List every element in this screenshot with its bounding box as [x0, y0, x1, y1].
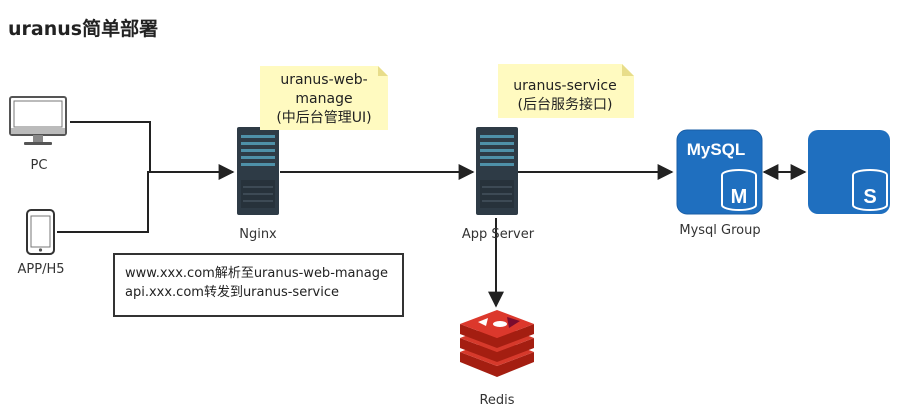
edges: [57, 121, 807, 308]
note-web-line-1: uranus-web-: [280, 72, 368, 88]
mysql-slave-badge: S: [863, 186, 876, 208]
edge-pc-to-nginx: [70, 121, 151, 172]
mysql-master-icon: MySQL M: [676, 129, 763, 215]
note-web-line-2: manage: [295, 91, 353, 107]
nginx-label: Nginx: [239, 227, 277, 242]
redis-icon: [460, 310, 534, 377]
note-service: [498, 64, 634, 118]
note-web-manage-text: uranus-web- manage (中后台管理UI): [262, 71, 386, 128]
info-line-1: www.xxx.com解析至uranus-web-manage: [125, 266, 388, 281]
note-service-line-1: uranus-service: [513, 78, 617, 94]
edge-app-to-nginx: [57, 164, 235, 233]
pc-label: PC: [30, 158, 48, 173]
nginx-server-icon: [237, 127, 279, 215]
mysql-logo-text: MySQL: [687, 140, 746, 159]
page-title: uranus简单部署: [8, 18, 159, 40]
note-service-line-2: (后台服务接口): [517, 97, 613, 113]
note-service-text: uranus-service (后台服务接口): [500, 77, 630, 115]
redis-label: Redis: [479, 393, 515, 408]
dns-info-box: www.xxx.com解析至uranus-web-manage api.xxx.…: [113, 253, 404, 317]
app-server-icon: [476, 127, 518, 215]
note-web-line-3: (中后台管理UI): [276, 110, 372, 126]
info-line-2: api.xxx.com转发到uranus-service: [125, 285, 339, 300]
mysql-master-badge: M: [731, 186, 748, 208]
mysql-slave-icon: S: [808, 130, 890, 214]
note-web-manage: [260, 66, 388, 130]
app-label: APP/H5: [17, 262, 65, 277]
app-server-label: App Server: [461, 227, 535, 242]
mobile-phone-icon: [26, 209, 55, 255]
mysql-group-label: Mysql Group: [679, 223, 761, 238]
pc-icon: [9, 96, 67, 145]
